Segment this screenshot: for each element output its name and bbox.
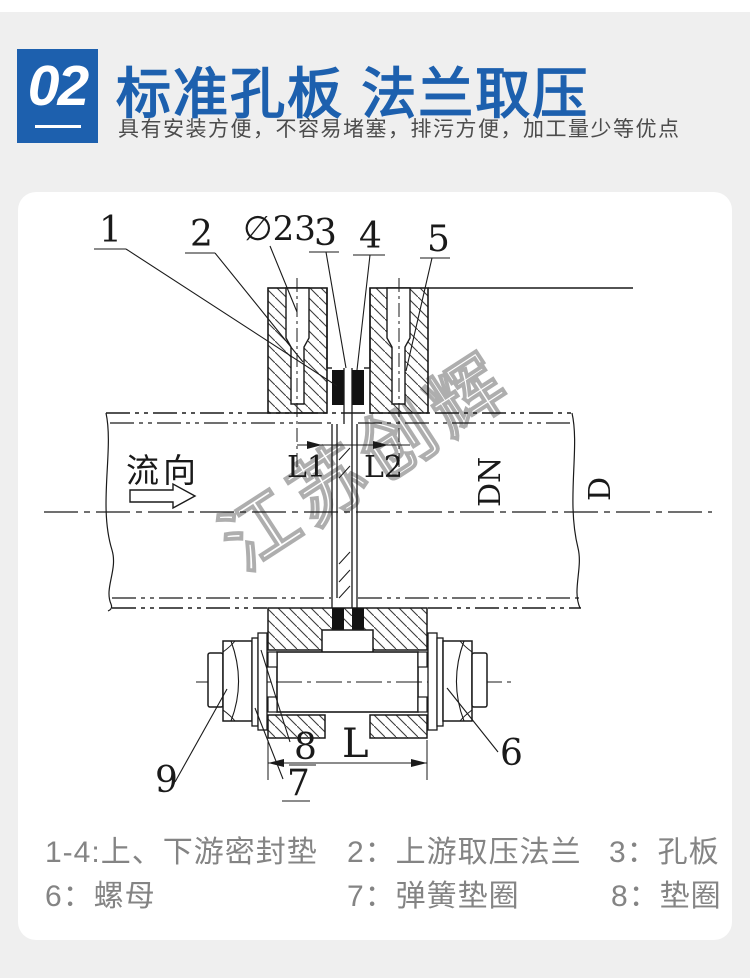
callout-2: 2 (190, 214, 213, 255)
page-title: 标准孔板 法兰取压 (116, 63, 590, 125)
bottom-flange-assembly (196, 607, 514, 739)
flange-gap-walls (326, 288, 371, 369)
callout-9: 9 (155, 760, 178, 801)
callout-7: 7 (287, 763, 310, 804)
right-nut-washers (427, 632, 488, 731)
flow-direction: 流向 (126, 452, 200, 510)
dim-L-label: L (342, 721, 369, 767)
page-subtitle: 具有安装方便，不容易堵塞，排污方便，加工量少等优点 (118, 118, 681, 141)
badge-underline (34, 125, 81, 128)
dim-D-label: D (583, 477, 618, 501)
legend-item-gaskets: 1-4:上、下游密封垫 (45, 836, 318, 869)
downstream-tap-flange (369, 278, 429, 470)
upstream-tap-flange (267, 278, 328, 470)
flow-label: 流向 (126, 452, 200, 489)
upper-gaskets (332, 370, 364, 405)
callout-5: 5 (427, 219, 450, 260)
bolt-end-right (471, 652, 488, 708)
callout-8: 8 (294, 727, 317, 768)
callout-1: 1 (99, 210, 122, 251)
pipe-walls (44, 412, 712, 609)
plate-seat-block (321, 629, 374, 655)
dim-L1-label: L1 (287, 450, 326, 485)
legend-item-orifice-plate: 3：孔板 (609, 836, 720, 869)
spring-washer-right (436, 637, 444, 727)
tap-distance-dimension: L1 L2 (287, 441, 410, 485)
callout-bore-dia: ∅23 (243, 209, 316, 249)
hex-nut-left (222, 640, 253, 722)
lower-gasket-right (352, 608, 364, 630)
hex-nut-right (442, 640, 473, 722)
pipe-break-lines (105, 412, 581, 612)
legend-item-nut: 6：螺母 (45, 880, 156, 913)
section-number-badge: 02 (17, 49, 98, 143)
bolt-end-left (207, 652, 224, 708)
legend-item-upstream-flange: 2：上游取压法兰 (347, 836, 582, 869)
lower-gasket-left (332, 608, 344, 630)
section-number: 02 (27, 54, 89, 118)
left-nut-washers (207, 632, 268, 731)
washer-left (257, 632, 268, 731)
top-white-strip (0, 0, 750, 12)
dim-DN-label: DN (473, 457, 508, 507)
callout-6: 6 (500, 733, 523, 774)
orifice-plate (331, 368, 358, 608)
washer-right (427, 632, 438, 731)
callout-4: 4 (359, 216, 382, 257)
callout-3: 3 (314, 213, 337, 254)
length-dimension: L (267, 721, 428, 780)
legend-item-spring-washer: 7：弹簧垫圈 (347, 880, 520, 913)
callout-numbers: 1 2 ∅23 3 4 5 9 8 7 6 (99, 209, 523, 804)
dim-L2-label: L2 (364, 450, 403, 485)
flow-arrow-icon (129, 482, 197, 510)
legend-item-washer: 8：垫圈 (611, 880, 722, 913)
callout-leaders (94, 245, 499, 802)
